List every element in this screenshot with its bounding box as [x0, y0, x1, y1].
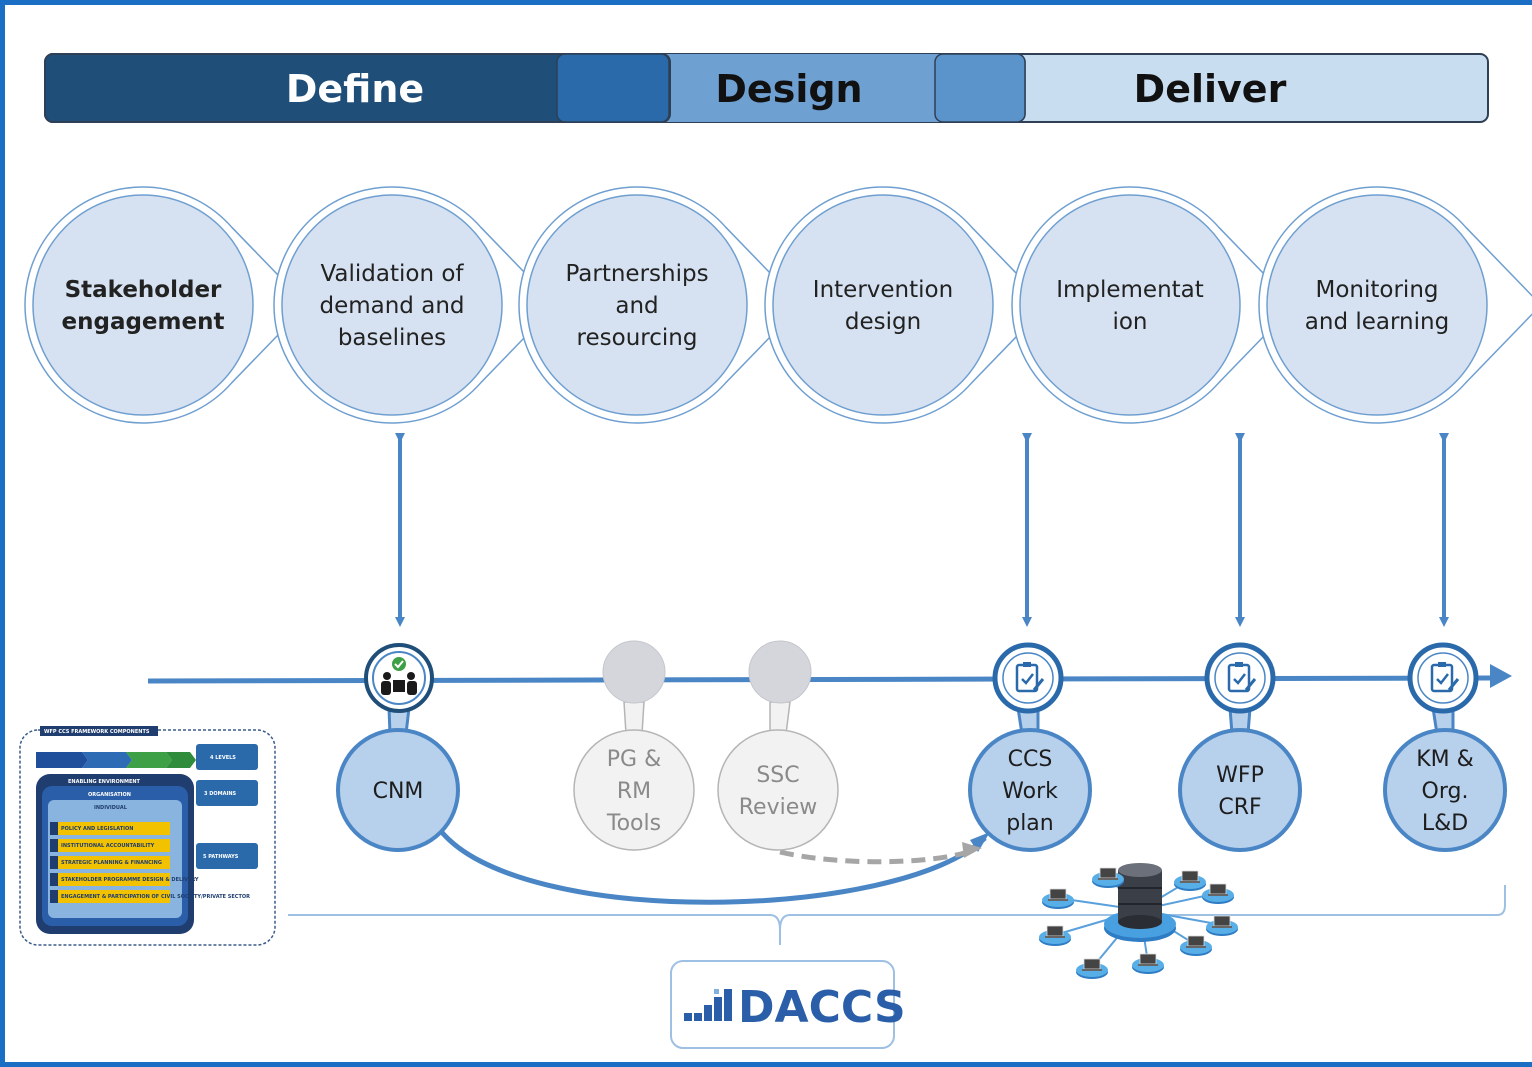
thumbnail-row — [50, 822, 170, 835]
tool-4: CCS Work plan — [968, 642, 1092, 852]
connectors — [147, 433, 1512, 905]
tool-1: CNM — [336, 643, 460, 852]
thumbnail-section-env: ENABLING ENVIRONMENT — [68, 779, 141, 785]
thumbnail-row-label: ENGAGEMENT & PARTICIPATION OF CIVIL SOCI… — [61, 894, 250, 900]
tool-bubble — [968, 728, 1092, 852]
step-label: Validation of — [320, 261, 464, 287]
empty-icon — [602, 640, 666, 704]
tool-bubble — [717, 729, 839, 851]
thumbnail-tag-levels: 4 LEVELS — [210, 755, 236, 761]
step-label: engagement — [62, 309, 225, 335]
tool-2: PG & RM Tools — [573, 640, 695, 851]
step-label: and learning — [1305, 309, 1449, 335]
step-circle — [772, 194, 994, 416]
bubble-tail — [623, 701, 645, 735]
tool-label: Work — [1002, 779, 1058, 804]
daccs-logo: DACCS — [670, 960, 906, 1049]
tool-3: SSC Review — [717, 640, 839, 851]
tool-label: CNM — [373, 779, 424, 804]
timeline-line — [147, 675, 1491, 684]
daccs-label: DACCS — [738, 982, 906, 1033]
thumbnail-tag-domains: 3 DOMAINS — [204, 791, 237, 797]
tool-label: Tools — [606, 811, 661, 836]
clipboard-check-icon — [1204, 642, 1276, 714]
step-1: Stakeholder engagement — [24, 186, 309, 424]
thumbnail-row-label: STAKEHOLDER PROGRAMME DESIGN & DELIVERY — [61, 877, 199, 883]
step-label: and — [615, 293, 658, 319]
thumbnail-row-label: INSTITUTIONAL ACCOUNTABILITY — [61, 843, 155, 849]
thumbnail-section-org: ORGANISATION — [88, 792, 131, 798]
empty-icon — [748, 640, 812, 704]
thumbnail-row-label: STRATEGIC PLANNING & FINANCING — [61, 860, 162, 866]
tool-label: SSC — [756, 763, 799, 788]
tool-label: Review — [739, 795, 818, 820]
step-label: baselines — [338, 325, 446, 351]
phase-define: Define — [286, 67, 424, 111]
thumbnail-tag-pathways: 5 PATHWAYS — [203, 854, 239, 860]
step-2: Validation of demand and baselines — [273, 186, 558, 424]
tool-bubble — [573, 729, 695, 851]
step-label: Intervention — [813, 277, 953, 303]
dashed-arrowhead — [962, 842, 982, 858]
step-label: Stakeholder — [65, 277, 222, 303]
tool-bubble — [1178, 728, 1302, 852]
step-circle — [1019, 194, 1241, 416]
step-6: Monitoring and learning — [1258, 186, 1532, 424]
step-4: Intervention design — [764, 186, 1049, 424]
meeting-icon — [364, 643, 434, 713]
framework-thumbnail: WFP CCS FRAMEWORK COMPONENTS 4 LEVELS 3 … — [19, 726, 276, 946]
thumbnail-row — [50, 856, 170, 869]
timeline-arrowhead — [1490, 664, 1512, 688]
thumbnail-row — [50, 873, 170, 886]
bubble-tail — [769, 701, 791, 735]
tool-label: PG & — [607, 747, 661, 772]
tool-bubble — [1383, 728, 1507, 852]
step-label: design — [845, 309, 921, 335]
tool-label: CCS — [1008, 747, 1053, 772]
step-3: Partnerships and resourcing — [518, 186, 803, 424]
step-label: demand and — [319, 293, 464, 319]
process-steps: Stakeholder engagement Validation of demand… — [24, 186, 1532, 424]
step-5: Implementat ion — [1011, 186, 1296, 424]
tool-6: KM & Org. L&D — [1383, 642, 1507, 852]
step-circle — [1266, 194, 1488, 416]
thumbnail-row — [50, 890, 170, 903]
step-label: Monitoring — [1316, 277, 1439, 303]
step-label: ion — [1112, 309, 1147, 335]
tool-label: RM — [617, 779, 651, 804]
step-circle — [281, 194, 503, 416]
tool-5: WFP CRF — [1178, 642, 1302, 852]
daccs-bracket — [288, 885, 1506, 945]
clipboard-check-icon — [1407, 642, 1479, 714]
tool-label: WFP — [1216, 763, 1264, 788]
step-label: Partnerships — [565, 261, 708, 287]
clipboard-check-icon — [992, 642, 1064, 714]
step-circle — [526, 194, 748, 416]
tool-nodes: CNM PG & RM Tools SSC Review CCS Work plan WFP CRF… — [336, 640, 1507, 852]
thumbnail-row — [50, 839, 170, 852]
step-label: resourcing — [577, 325, 698, 351]
step-label: Implementat — [1056, 277, 1204, 303]
phase-deliver: Deliver — [1134, 67, 1287, 111]
step-circle — [32, 194, 254, 416]
ssc-dashed-arrow — [779, 849, 969, 865]
thumbnail-row-label: POLICY AND LEGISLATION — [61, 826, 133, 832]
tool-label: plan — [1006, 811, 1054, 836]
phase-bar: Define Design Deliver — [44, 53, 1489, 123]
database-network-icon — [1039, 863, 1238, 979]
thumbnail-title: WFP CCS FRAMEWORK COMPONENTS — [44, 729, 150, 735]
phase-design: Design — [715, 67, 862, 111]
tool-label: CRF — [1218, 795, 1261, 820]
thumbnail-section-ind: INDIVIDUAL — [94, 805, 128, 811]
tool-label: L&D — [1422, 811, 1468, 836]
tool-label: KM & — [1416, 747, 1474, 772]
tool-label: Org. — [1422, 779, 1469, 804]
tool-bubble — [336, 728, 460, 852]
cnm-to-workplan-arrow — [438, 828, 987, 905]
